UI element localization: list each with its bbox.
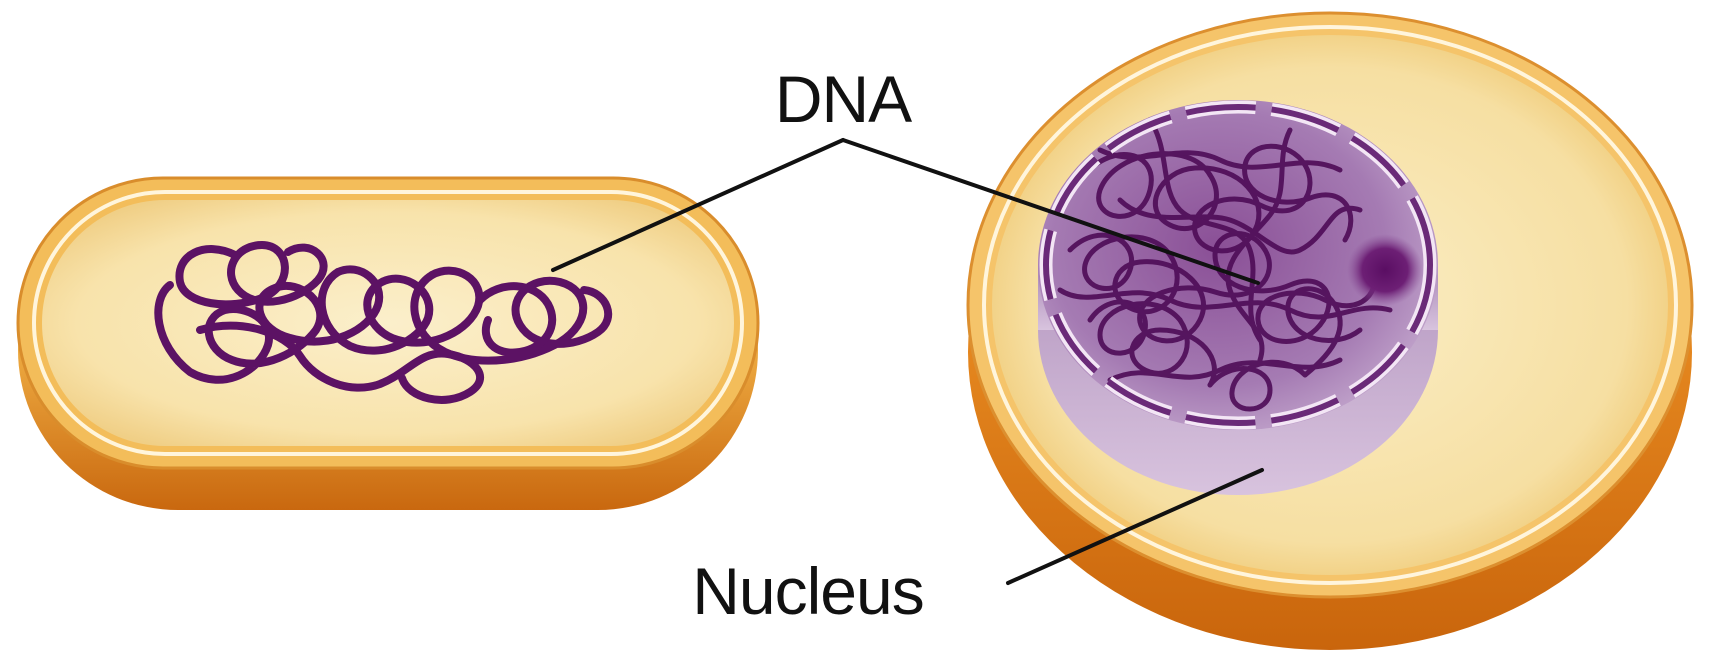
nucleus-label: Nucleus <box>692 554 923 628</box>
nucleus <box>1038 100 1438 495</box>
nucleolus <box>1347 234 1423 306</box>
dna-label: DNA <box>775 62 912 136</box>
